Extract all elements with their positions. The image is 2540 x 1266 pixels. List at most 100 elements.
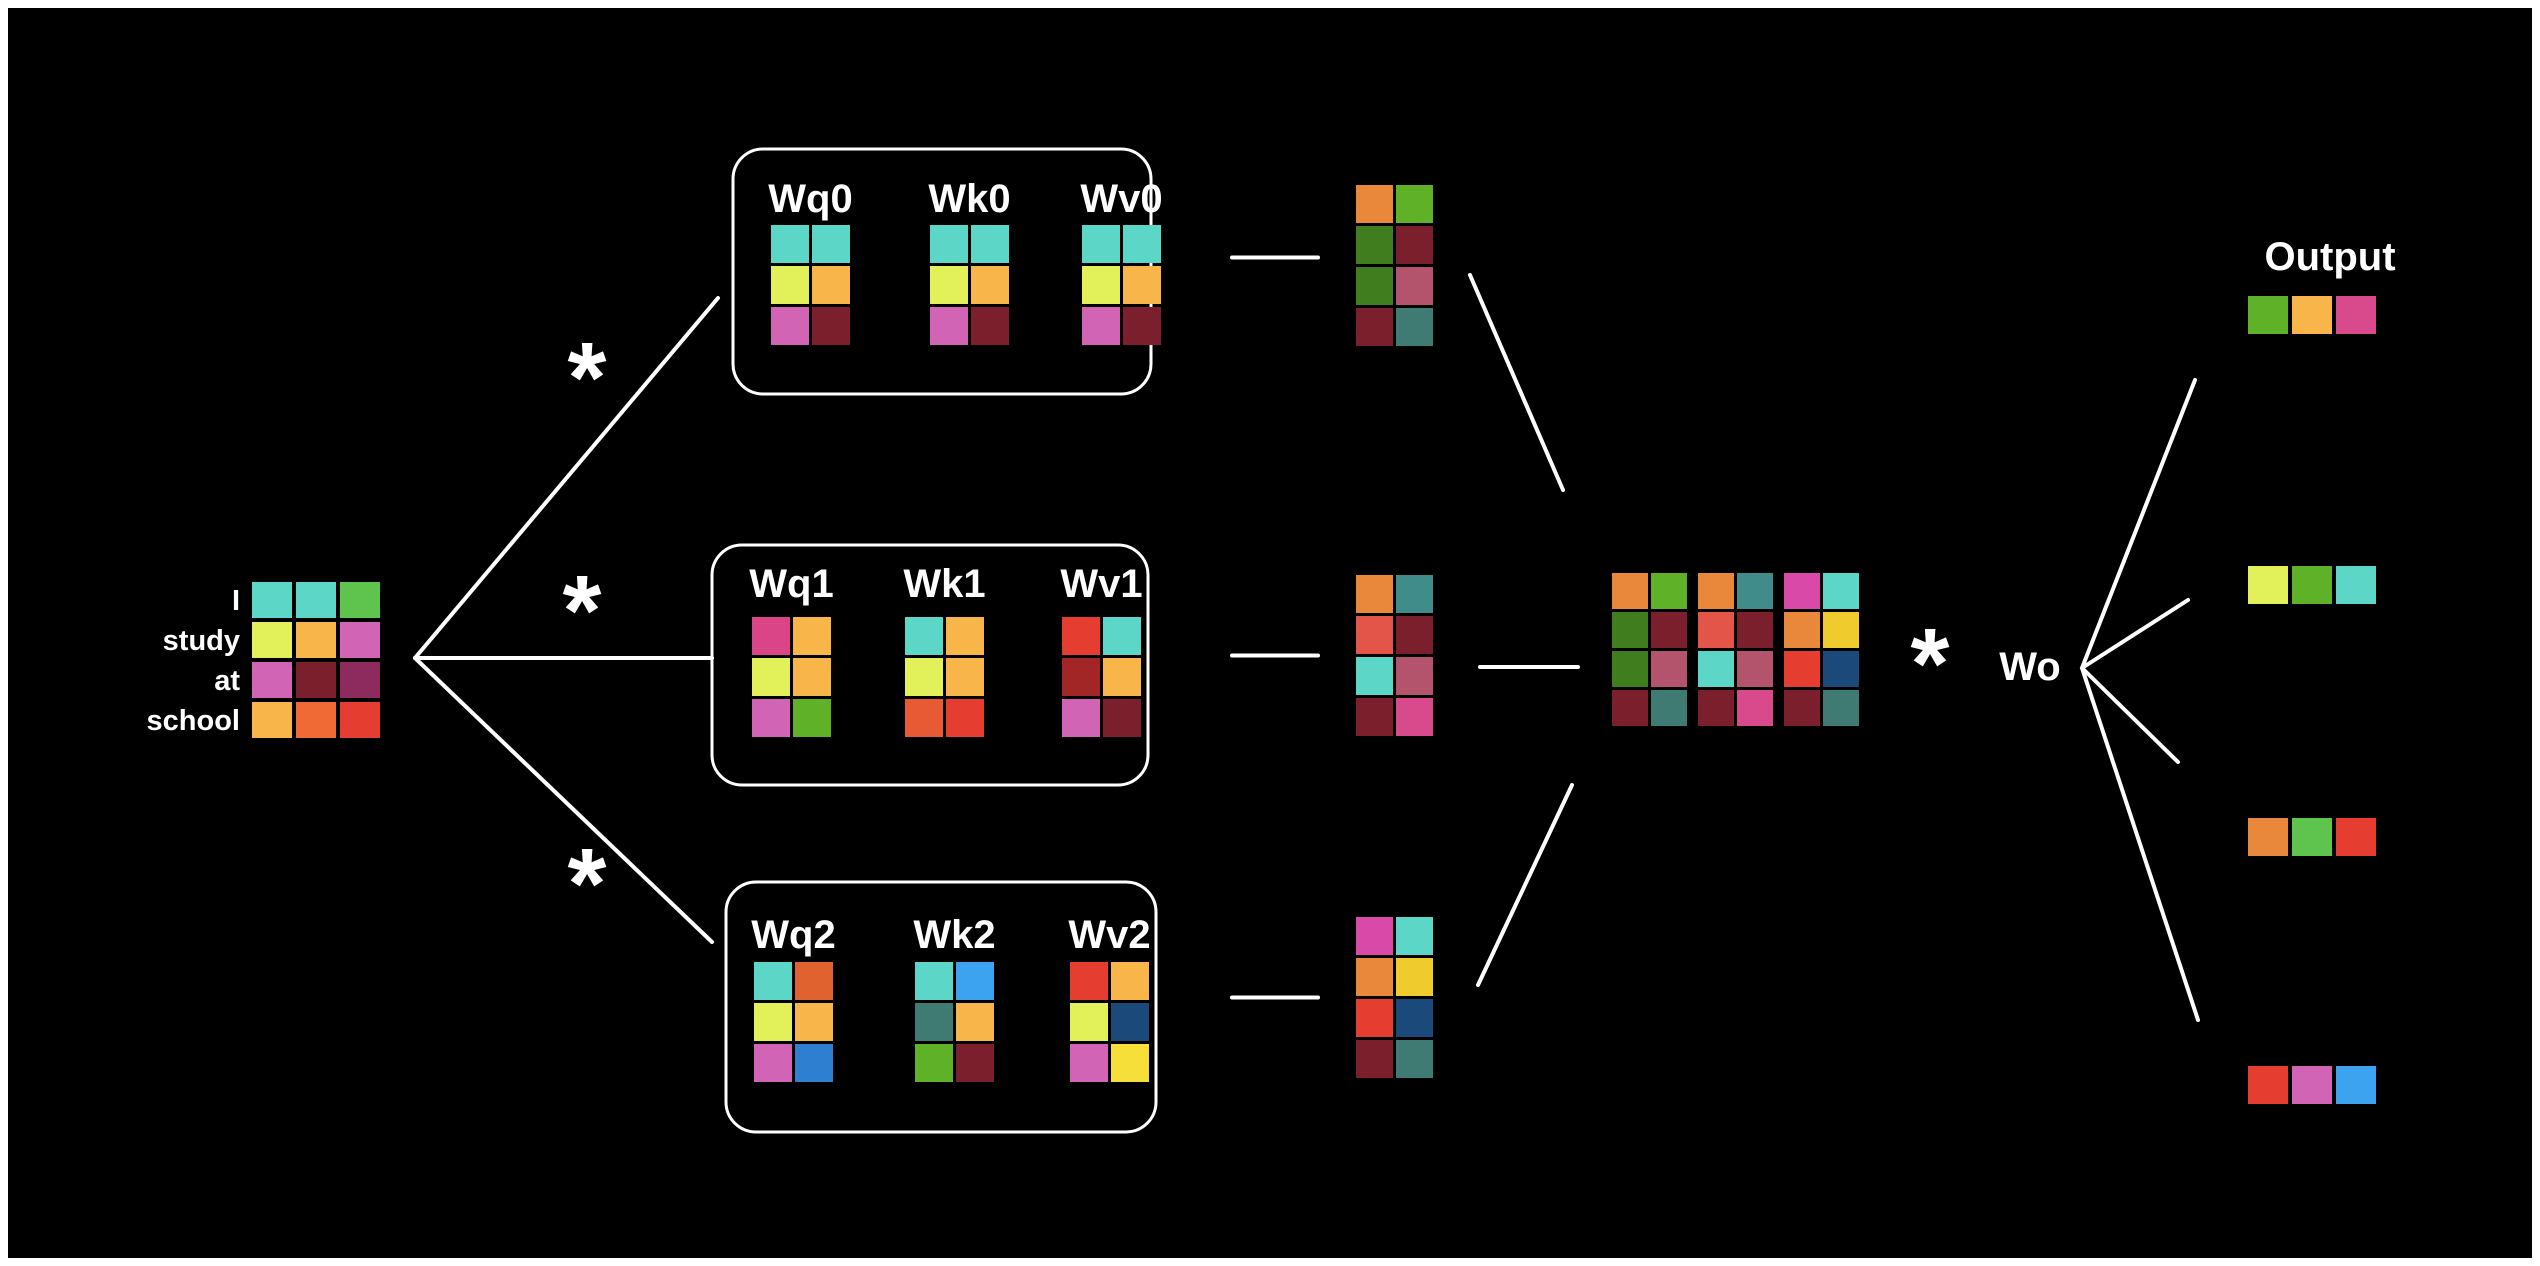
weight-matrix-cell [752, 617, 790, 655]
operator-symbol: * [568, 322, 607, 434]
weight-matrix-cell [946, 658, 984, 696]
output-vector-cell [2248, 1066, 2288, 1104]
output-fan-line-0 [2080, 378, 2197, 670]
head-output-z-cell [1396, 185, 1433, 223]
concat-matrix-cell [1823, 612, 1859, 648]
weight-matrix-cell [1111, 1044, 1149, 1082]
head-output-z-cell [1396, 308, 1433, 346]
concat-matrix-cell [1784, 612, 1820, 648]
output-vector-cell [2336, 818, 2376, 856]
input-matrix-cell [340, 702, 380, 738]
head-output-z-cell [1396, 226, 1433, 264]
input-matrix-cell [296, 582, 336, 618]
weight-matrix-cell [754, 962, 792, 1000]
concat-matrix-cell [1651, 573, 1687, 609]
weight-matrix-cell [1123, 266, 1161, 304]
weight-matrix-cell [1062, 699, 1100, 737]
weight-matrix-cell [1111, 1003, 1149, 1041]
head-box-1 [710, 543, 1150, 787]
weight-label: Wv1 [1060, 562, 1142, 606]
weight-matrix-cell [946, 617, 984, 655]
head-output-z-cell [1396, 1040, 1433, 1078]
head-output-z-cell [1396, 575, 1433, 613]
weight-label: Wq2 [751, 913, 835, 957]
operator-symbol: * [1911, 608, 1950, 720]
branch-line-head-2 [413, 656, 714, 944]
weight-matrix-cell [793, 658, 831, 696]
concat-matrix-cell [1651, 612, 1687, 648]
head-output-z-cell [1396, 267, 1433, 305]
weight-matrix-cell [812, 266, 850, 304]
weight-matrix-cell [771, 266, 809, 304]
concat-matrix-cell [1784, 573, 1820, 609]
z-to-concat-line-2 [1476, 783, 1574, 987]
output-vector-cell [2336, 566, 2376, 604]
weight-matrix-cell [971, 266, 1009, 304]
connector-lines [413, 255, 2200, 1022]
head-output-z-cell [1356, 185, 1393, 223]
weight-matrix-cell [905, 658, 943, 696]
concat-matrix-cell [1651, 690, 1687, 726]
input-matrix-cell [296, 622, 336, 658]
weight-label: Wv2 [1068, 913, 1150, 957]
weight-matrix-cell [771, 307, 809, 345]
weight-matrix-cell [956, 1044, 994, 1082]
weight-matrix-cell [754, 1003, 792, 1041]
weight-matrix-cell [793, 699, 831, 737]
output-vector-cell [2292, 1066, 2332, 1104]
operator-symbol: * [568, 828, 607, 940]
weight-matrix-cell [1070, 1003, 1108, 1041]
input-matrix-cell [252, 662, 292, 698]
concat-matrix-cell [1612, 612, 1648, 648]
output-fan-line-3 [2080, 666, 2200, 1022]
weight-matrix-cell [1082, 266, 1120, 304]
weight-matrix-cell [812, 225, 850, 263]
weight-matrix-cell [915, 1003, 953, 1041]
head-output-z-cell [1356, 575, 1393, 613]
output-vector-cell [2336, 296, 2376, 334]
head-output-z-cell [1356, 958, 1393, 996]
weight-matrix-cell [1103, 617, 1141, 655]
weight-matrix-cell [905, 617, 943, 655]
input-matrix-cell [252, 702, 292, 738]
output-vector-cell [2248, 818, 2288, 856]
output-title: Output [2264, 235, 2395, 279]
head-output-z-cell [1396, 958, 1433, 996]
output-vector-cell [2336, 1066, 2376, 1104]
input-word-label: at [214, 665, 240, 697]
operator-symbol: * [563, 555, 602, 667]
concat-matrix-cell [1698, 690, 1734, 726]
input-matrix-cell [252, 582, 292, 618]
weight-matrix-cell [1103, 658, 1141, 696]
concat-matrix-cell [1737, 573, 1773, 609]
weight-matrix-cell [946, 699, 984, 737]
output-vector-cell [2248, 566, 2288, 604]
input-word-label: study [163, 625, 240, 657]
weight-matrix-cell [1062, 658, 1100, 696]
concat-matrix-cell [1698, 612, 1734, 648]
weight-matrix-cell [1111, 962, 1149, 1000]
weight-label: Wk2 [913, 913, 995, 957]
input-matrix-cell [296, 702, 336, 738]
head-output-z-cell [1356, 917, 1393, 955]
weight-matrix-cell [1082, 225, 1120, 263]
concat-matrix-cell [1737, 690, 1773, 726]
weight-matrix-cell [1123, 225, 1161, 263]
weight-matrix-cell [812, 307, 850, 345]
output-vector-cell [2292, 296, 2332, 334]
weight-label: Wq1 [749, 562, 833, 606]
weight-matrix-cell [956, 1003, 994, 1041]
wo-label: Wo [1999, 645, 2060, 689]
concat-matrix-cell [1737, 651, 1773, 687]
weight-label: Wk1 [903, 562, 985, 606]
concat-matrix-cell [1698, 651, 1734, 687]
concat-matrix-cell [1823, 690, 1859, 726]
branch-line-head-0 [413, 296, 720, 660]
head-output-z-cell [1356, 616, 1393, 654]
concat-matrix-cell [1612, 651, 1648, 687]
output-vector-cell [2292, 818, 2332, 856]
head-output-z-cell [1356, 698, 1393, 736]
concat-matrix-cell [1737, 612, 1773, 648]
